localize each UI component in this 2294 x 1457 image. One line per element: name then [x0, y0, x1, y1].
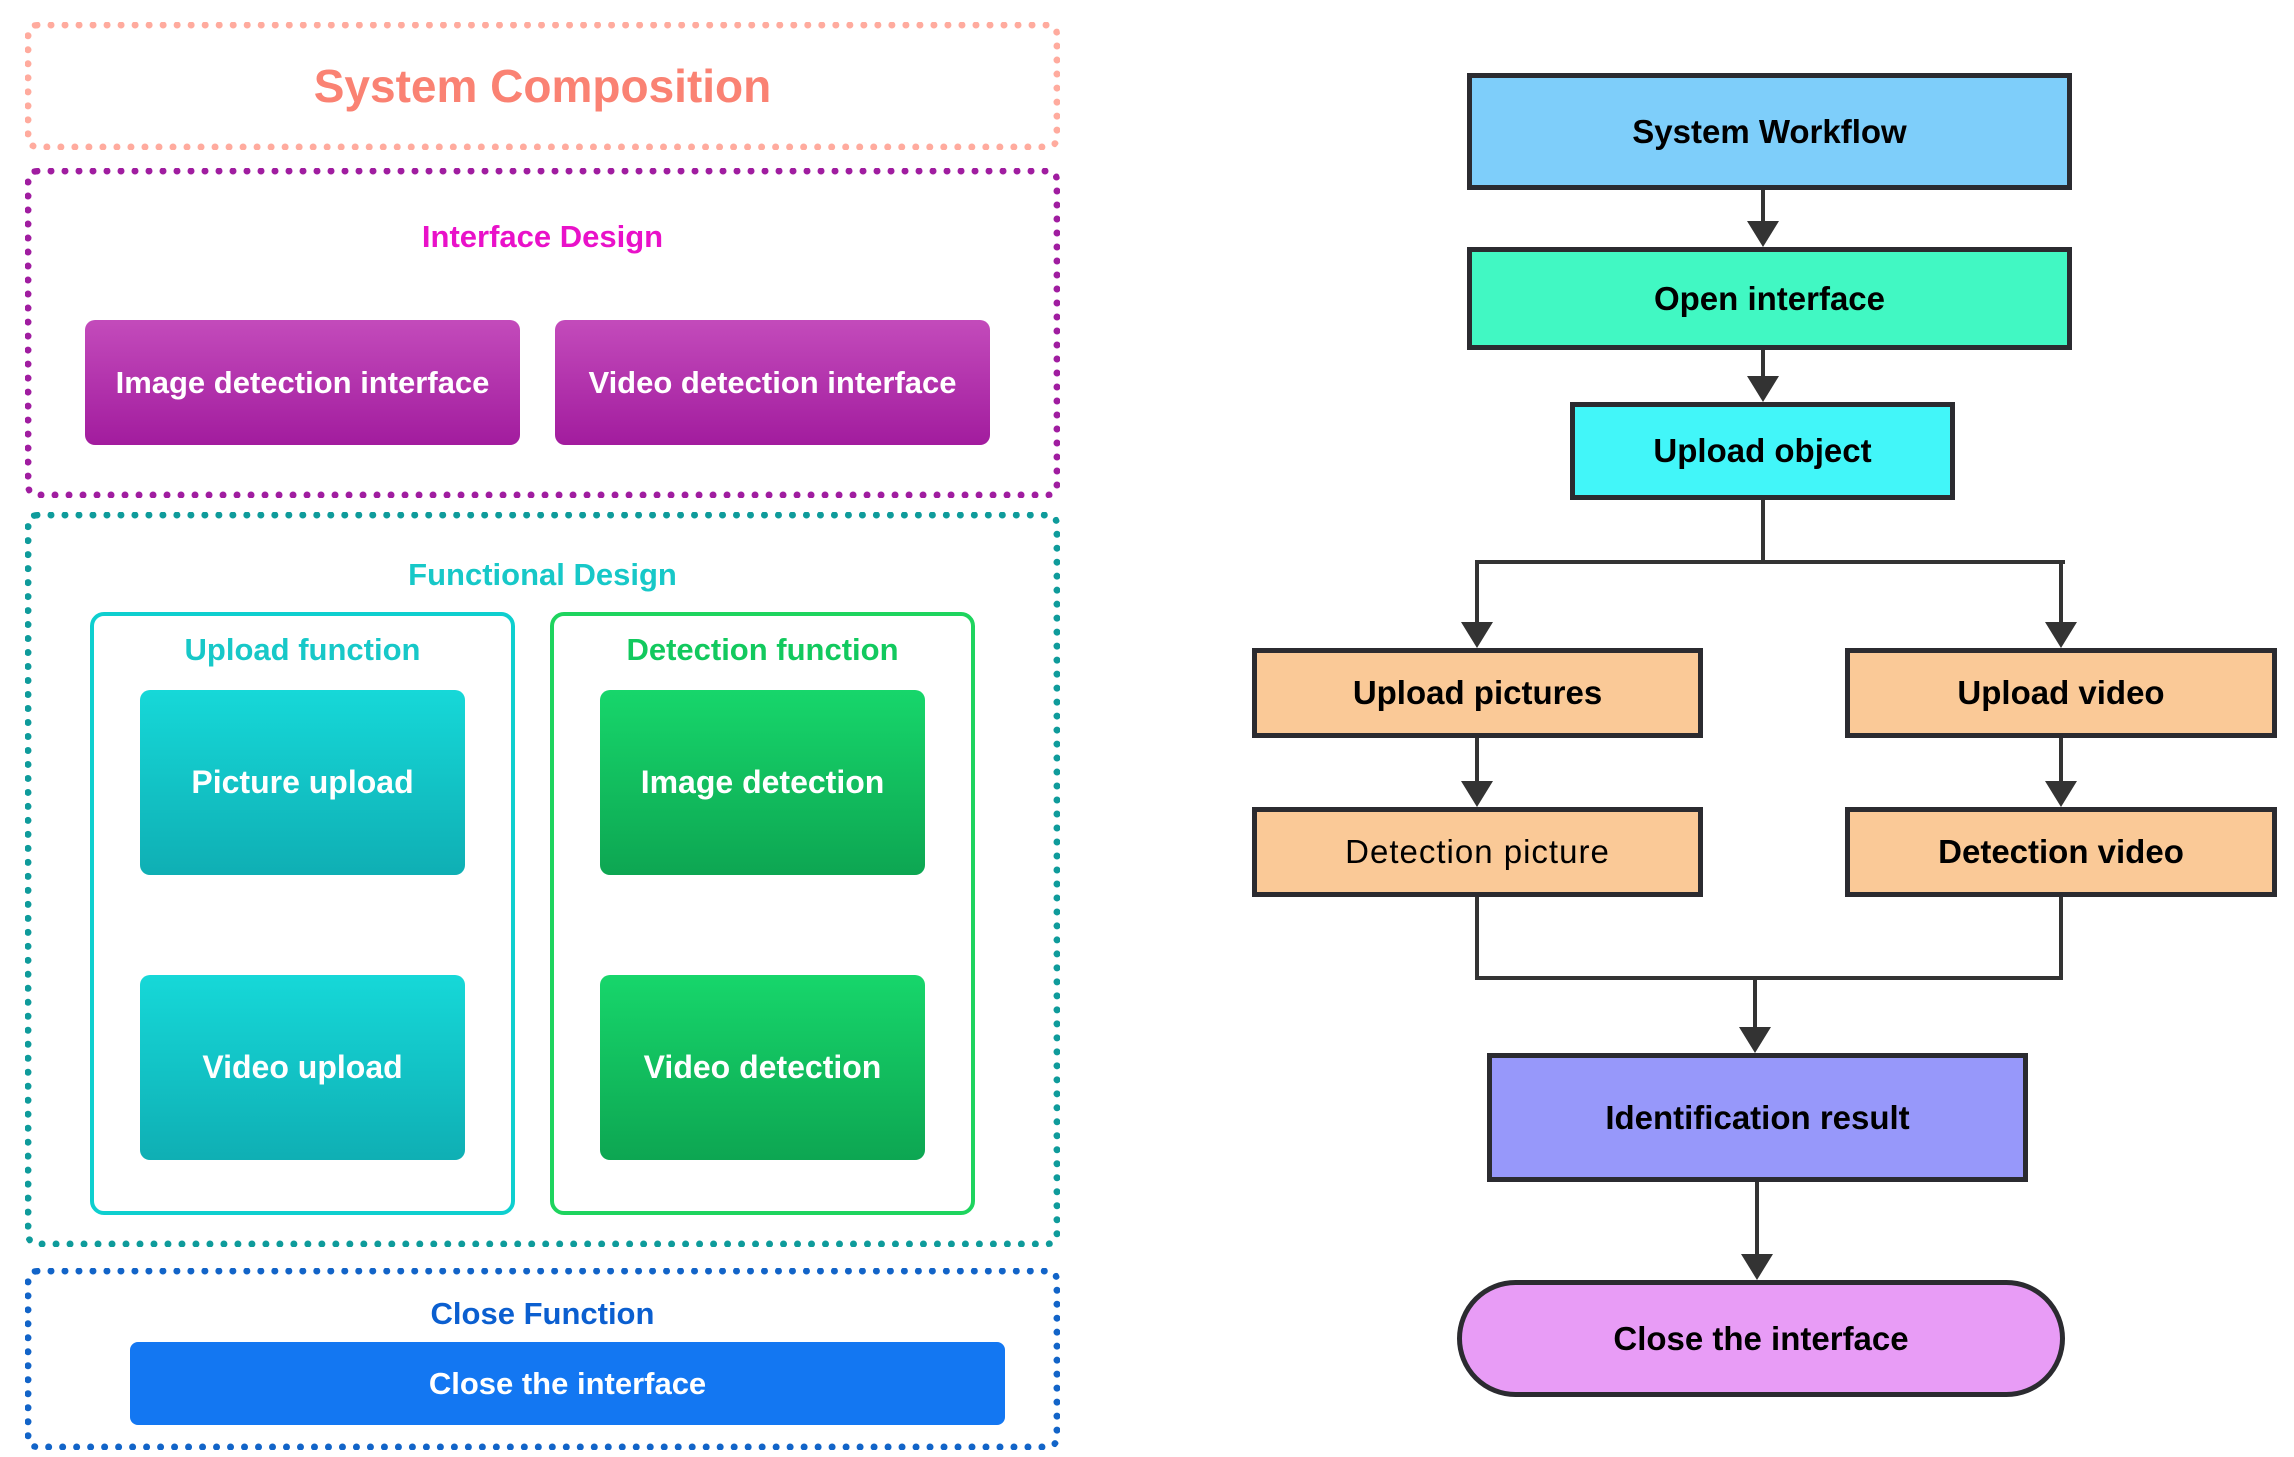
functional-design-label: Functional Design: [408, 557, 677, 592]
arrow-down-icon: [1747, 221, 1779, 247]
video-detection-interface-box: Video detection interface: [555, 320, 990, 445]
close-the-interface-button: Close the interface: [130, 1342, 1005, 1425]
connector-line: [2059, 897, 2063, 980]
workflow-node-close-the-interface: Close the interface: [1457, 1280, 2065, 1397]
workflow-node-open-interface: Open interface: [1467, 247, 2072, 350]
workflow-node-detection-picture: Detection picture: [1252, 807, 1703, 897]
system-composition-title: System Composition: [313, 60, 772, 112]
video-detection-box: Video detection: [600, 975, 925, 1160]
connector-line: [1761, 350, 1765, 380]
connector-line: [1475, 897, 1479, 980]
upload-function-label: Upload function: [184, 632, 421, 667]
video-upload-box: Video upload: [140, 975, 465, 1160]
connector-line: [2059, 738, 2063, 785]
connector-line: [1761, 500, 1765, 564]
branch-line: [1475, 560, 2065, 564]
arrow-down-icon: [1741, 1254, 1773, 1280]
workflow-node-upload-object: Upload object: [1570, 402, 1955, 500]
workflow-node-system-workflow: System Workflow: [1467, 73, 2072, 190]
arrow-down-icon: [1461, 622, 1493, 648]
arrow-down-icon: [2045, 622, 2077, 648]
picture-upload-box: Picture upload: [140, 690, 465, 875]
interface-design-label: Interface Design: [421, 219, 664, 254]
connector-line: [1755, 1182, 1759, 1258]
image-detection-box: Image detection: [600, 690, 925, 875]
workflow-node-upload-video: Upload video: [1845, 648, 2277, 738]
image-detection-interface-box: Image detection interface: [85, 320, 520, 445]
workflow-node-detection-video: Detection video: [1845, 807, 2277, 897]
system-composition-box: [25, 22, 1060, 150]
arrow-down-icon: [2045, 781, 2077, 807]
arrow-down-icon: [1739, 1027, 1771, 1053]
workflow-node-upload-pictures: Upload pictures: [1252, 648, 1703, 738]
connector-line: [1761, 190, 1765, 225]
connector-line: [1475, 560, 1479, 626]
connector-line: [1475, 738, 1479, 785]
detection-function-label: Detection function: [626, 632, 899, 667]
connector-line: [1753, 976, 1757, 1031]
connector-line: [2059, 560, 2063, 626]
merge-line: [1475, 976, 2063, 980]
close-function-label: Close Function: [430, 1296, 655, 1331]
workflow-node-identification-result: Identification result: [1487, 1053, 2028, 1182]
arrow-down-icon: [1461, 781, 1493, 807]
arrow-down-icon: [1747, 376, 1779, 402]
